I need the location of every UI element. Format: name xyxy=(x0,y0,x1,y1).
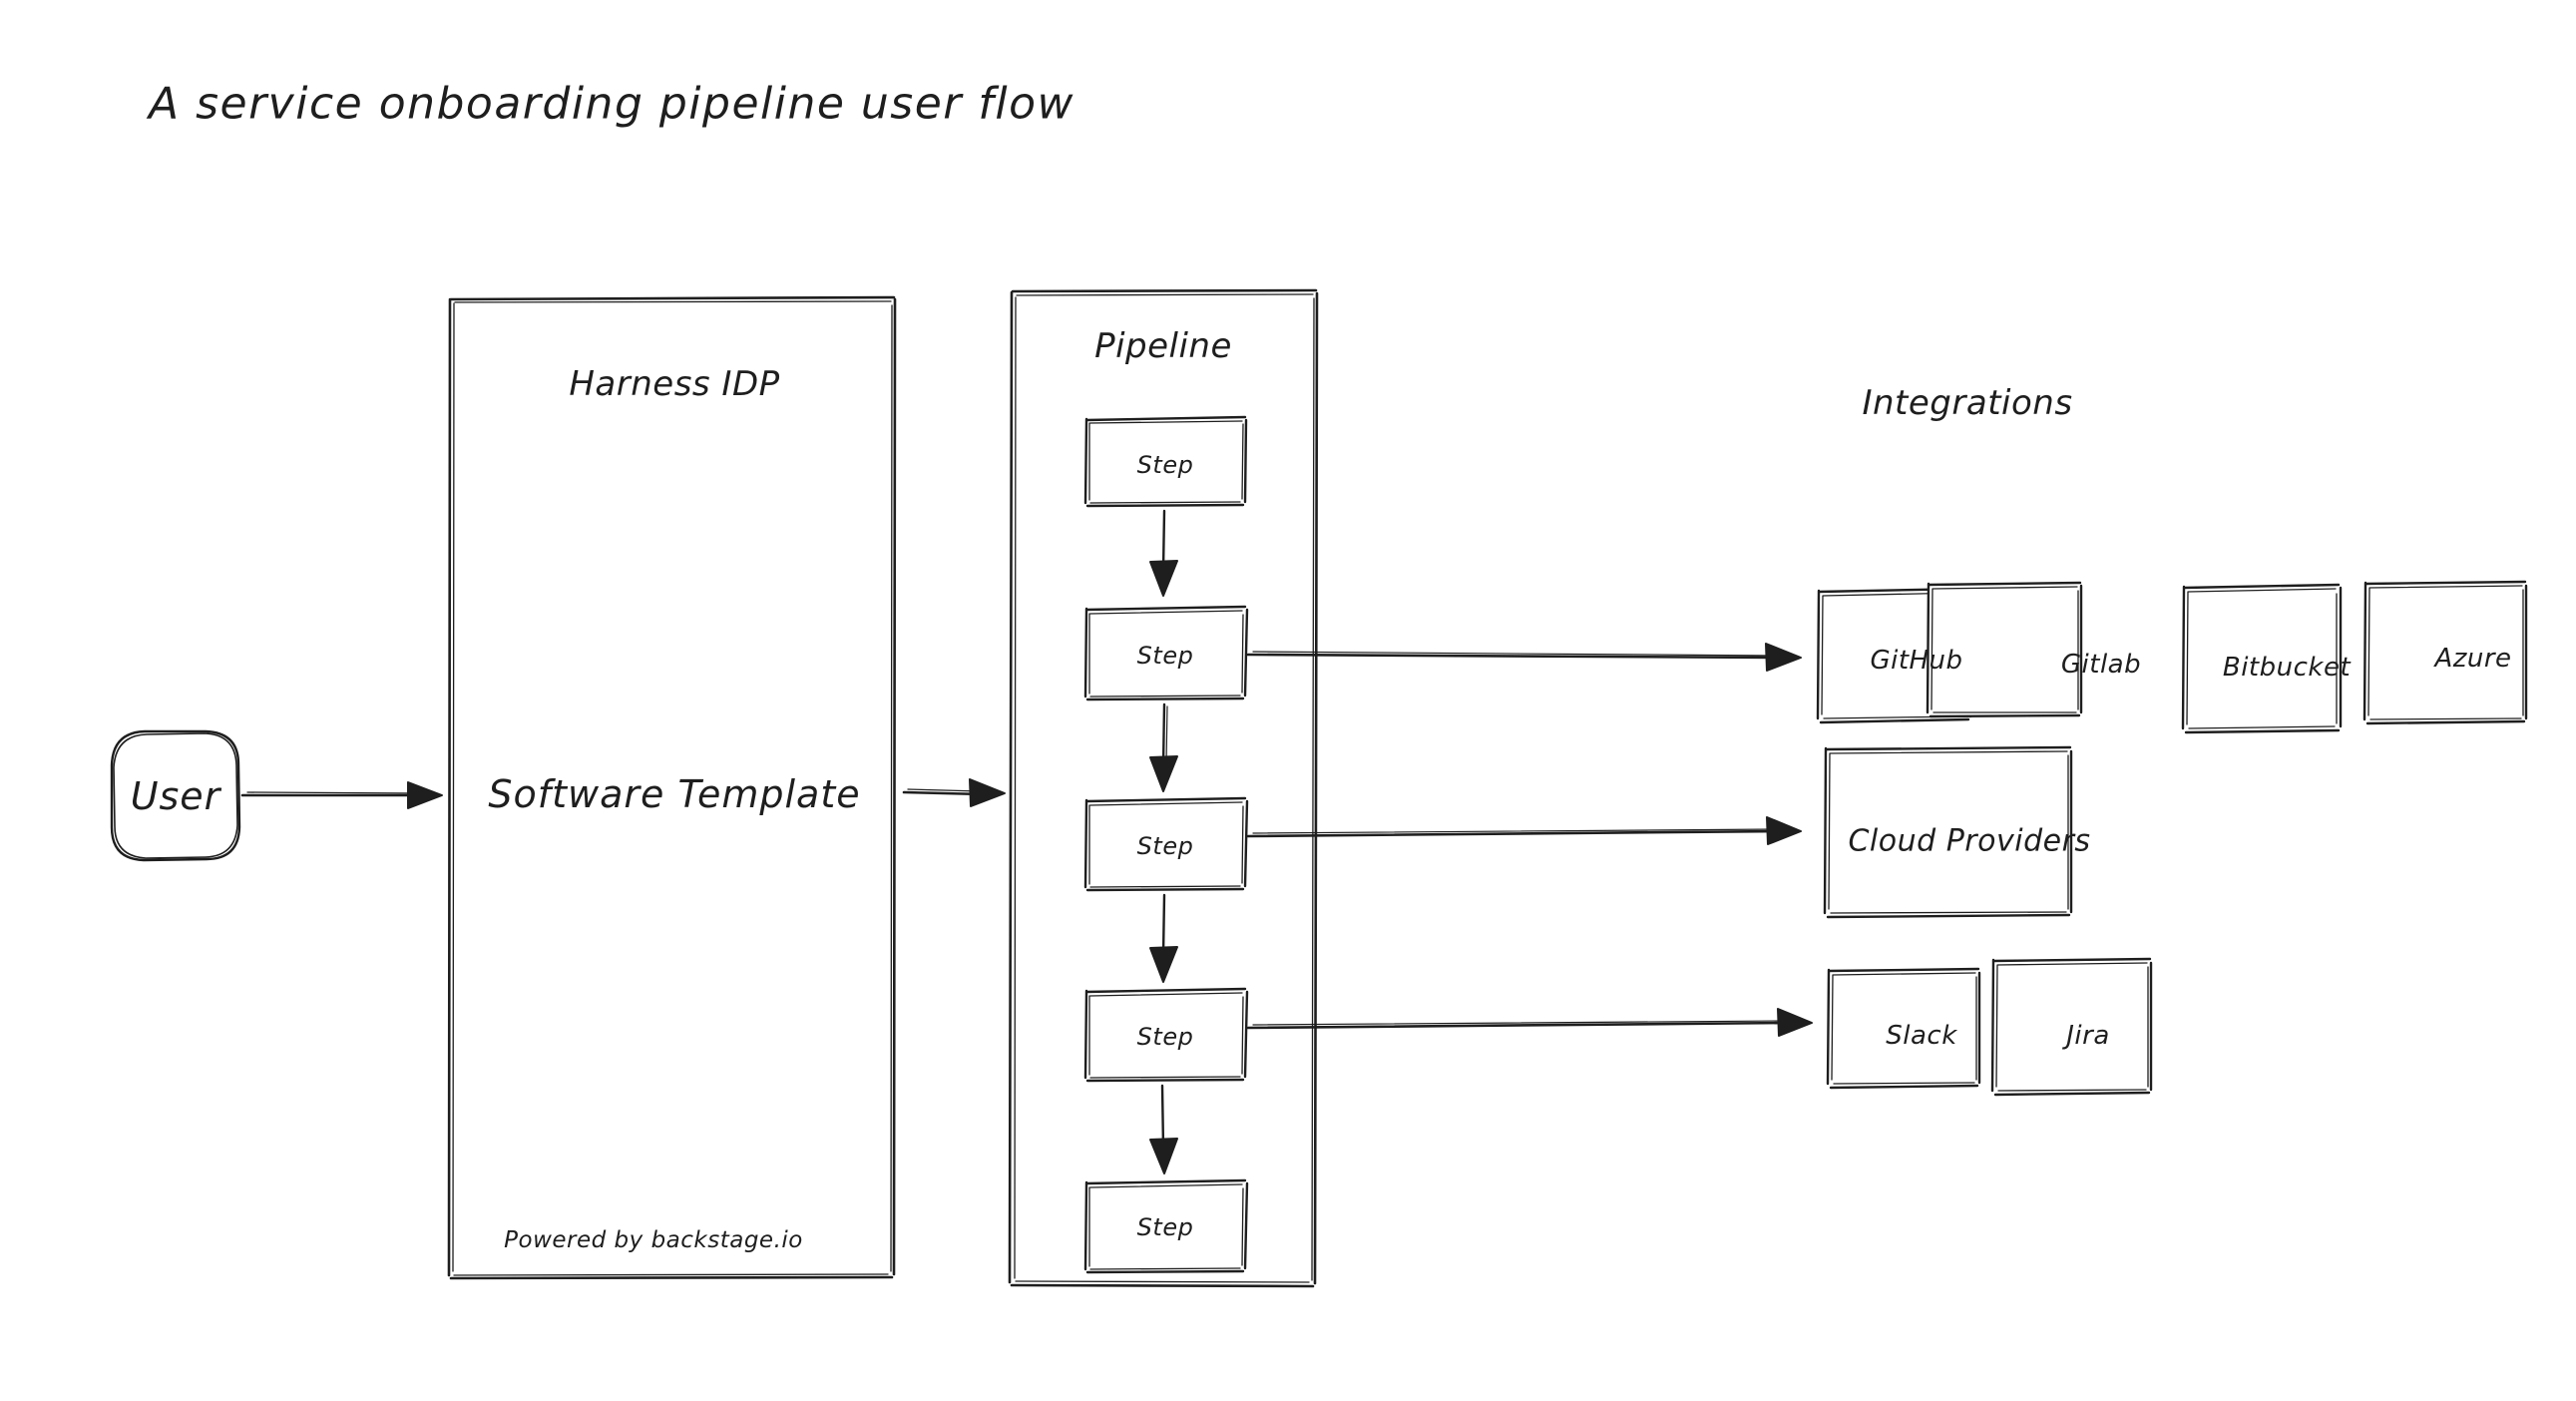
arrow-step-3-to-4 xyxy=(1149,893,1178,983)
pipeline-container-shape[interactable] xyxy=(1008,288,1319,1288)
pipeline-step-label-2: Step xyxy=(1136,642,1194,670)
pipeline-step-label-5: Step xyxy=(1136,1213,1194,1241)
arrow-step3-to-cloud xyxy=(1246,816,1802,845)
page-title: A service onboarding pipeline user flow xyxy=(149,78,1074,130)
integration-box-shape-cloud-providers[interactable] xyxy=(1823,745,2073,919)
powered-by-backstage-label: Powered by backstage.io xyxy=(504,1227,803,1253)
integration-label-bitbucket: Bitbucket xyxy=(2222,653,2352,683)
pipeline-step-shape-4[interactable] xyxy=(1083,987,1249,1083)
arrow-step-4-to-5 xyxy=(1149,1084,1178,1174)
pipeline-step-shape-2[interactable] xyxy=(1083,605,1249,701)
software-template-label: Software Template xyxy=(488,772,861,816)
integration-label-slack: Slack xyxy=(1886,1021,1957,1051)
user-node-shape[interactable] xyxy=(110,729,241,862)
integrations-title: Integrations xyxy=(1862,383,2073,423)
harness-idp-container-shape[interactable] xyxy=(447,295,897,1280)
harness-idp-title: Harness IDP xyxy=(569,364,780,404)
arrow-harness-to-pipeline xyxy=(902,778,1006,807)
integration-box-shape-bitbucket[interactable] xyxy=(2181,583,2343,734)
integration-label-azure: Azure xyxy=(2434,644,2512,674)
pipeline-title: Pipeline xyxy=(1094,326,1232,366)
arrow-step4-to-slack xyxy=(1246,1008,1813,1037)
pipeline-step-shape-1[interactable] xyxy=(1083,415,1248,508)
pipeline-step-shape-5[interactable] xyxy=(1083,1178,1249,1274)
pipeline-step-shape-3[interactable] xyxy=(1083,796,1249,892)
integration-box-shape-gitlab[interactable] xyxy=(1926,581,2083,718)
integration-box-shape-slack[interactable] xyxy=(1826,967,1981,1090)
arrow-step-1-to-2 xyxy=(1149,509,1178,597)
integration-label-github: GitHub xyxy=(1870,646,1963,676)
integration-label-jira: Jira xyxy=(2066,1021,2110,1051)
user-node-label: User xyxy=(130,774,221,818)
arrow-user-to-harness xyxy=(240,781,443,809)
pipeline-step-label-3: Step xyxy=(1136,832,1194,860)
arrow-step2-to-github xyxy=(1246,643,1802,672)
pipeline-step-label-1: Step xyxy=(1136,451,1194,479)
arrow-step-2-to-3 xyxy=(1149,702,1178,792)
integration-box-shape-azure[interactable] xyxy=(2362,580,2528,725)
integration-label-gitlab: Gitlab xyxy=(2060,650,2142,680)
pipeline-step-label-4: Step xyxy=(1136,1023,1194,1051)
integration-label-cloud-providers: Cloud Providers xyxy=(1848,823,2091,859)
integration-box-shape-jira[interactable] xyxy=(1990,957,2153,1097)
